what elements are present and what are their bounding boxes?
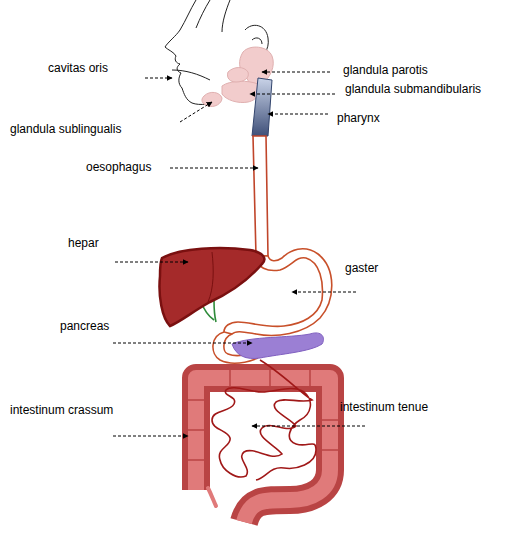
organ-label: intestinum tenue <box>340 400 428 414</box>
organ-label: glandula sublingualis <box>10 122 121 136</box>
organ-label: glandula submandibularis <box>345 82 481 96</box>
organ-label: oesophagus <box>86 160 151 174</box>
organ-label: hepar <box>68 236 99 250</box>
organ-label: pancreas <box>60 319 109 333</box>
organ-label: intestinum crassum <box>10 403 113 417</box>
organ-label: gaster <box>345 261 378 275</box>
organ-label: glandula parotis <box>343 63 428 77</box>
organ-label: cavitas oris <box>48 61 108 75</box>
organ-label: pharynx <box>337 111 380 125</box>
